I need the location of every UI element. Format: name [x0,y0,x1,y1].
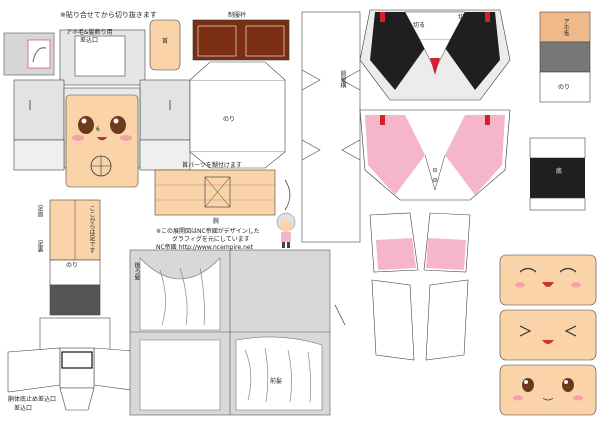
credit-line-2: グラフィグを元にしています [172,236,250,243]
label-number-six: 6 [96,126,100,133]
tall-strip-part [301,11,361,243]
label-front-hair-side: 前髪横 [339,70,346,88]
label-stocking: ここからは足です [88,205,95,253]
label-sole: 足裏 [36,240,43,252]
face-expressions [499,254,597,416]
label-front-hair: 前髪 [270,378,283,385]
neck-band-part [154,169,291,216]
credit-line-1: ※この展開図はNC帝國がデザインした [156,228,260,235]
label-leg-glue: のり [66,262,79,269]
label-neck-parts-attach: 首パーツを糊付けます [182,162,242,169]
label-cut-small: 切る [413,22,426,29]
head-box-part [189,61,286,169]
legs-part [49,199,101,316]
uniform-collar-part [192,19,290,61]
credit-line-3: NC帝國 http://www.ncempire.net [156,244,253,251]
head-part [13,29,191,188]
right-column-parts [529,11,591,211]
label-insert-slot-2: 差込口 [14,405,33,412]
label-hair-bottom: 底 [556,168,563,175]
label-insert-slot: 差込口 [80,37,99,44]
label-right-glue: のり [558,84,571,91]
label-body-stopper: 胴体底止め差込口 [8,396,57,403]
label-neck: 首 [162,38,169,45]
sleeves-part [369,212,471,361]
label-uniform-collar: 制服衿 [228,12,247,19]
label-arm: 腕 [213,218,220,225]
label-ahoge-accessory: アホ毛&髪飾り用 [66,29,113,36]
label-boot: 足首 [36,205,43,217]
uniform-top-black-part [359,9,511,101]
label-cut-left: 切抜き [388,14,407,21]
ahoge-accessory-part [3,32,55,76]
uniform-top-pink-part [359,109,511,201]
label-back-hair: 後ろ髪 [133,262,140,280]
label-cut-after-glue: ※貼り合せてから切り抜きます [60,11,157,19]
label-ahoge: アホ毛 [562,18,569,36]
neck-part [149,19,181,71]
chibi-figure [276,212,296,248]
hair-parts [129,249,346,416]
label-glue-tab: のり [223,116,236,123]
label-cut-right: 切抜き [458,14,477,21]
